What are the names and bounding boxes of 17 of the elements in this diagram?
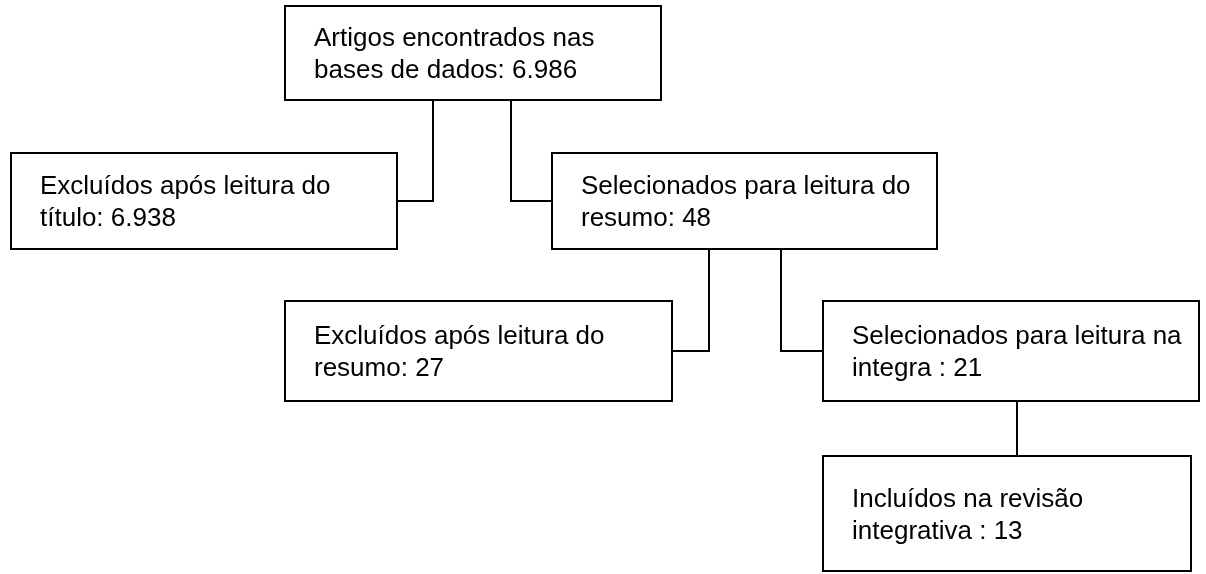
process-box [10,152,398,250]
connector-line [672,249,710,352]
process-box [822,300,1200,402]
process-box [551,152,938,250]
box-text: Selecionados para leitura do resumo: 48 [581,169,912,233]
connector-line [510,100,552,202]
box-text: Artigos encontrados nas bases de dados: 6.986 [314,21,596,85]
connector-line [780,249,823,352]
process-box [284,300,673,402]
connector-line [397,100,434,202]
box-text: Excluídos após leitura do título: 6.938 [40,169,332,233]
connector-line [1016,401,1018,456]
box-text: Excluídos após leitura do resumo: 27 [314,319,606,383]
process-box [284,5,662,101]
box-text: Selecionados para leitura na integra : 21 [852,319,1183,383]
process-box [822,455,1192,572]
box-text: Incluídos na revisão integrativa : 13 [852,481,1085,546]
